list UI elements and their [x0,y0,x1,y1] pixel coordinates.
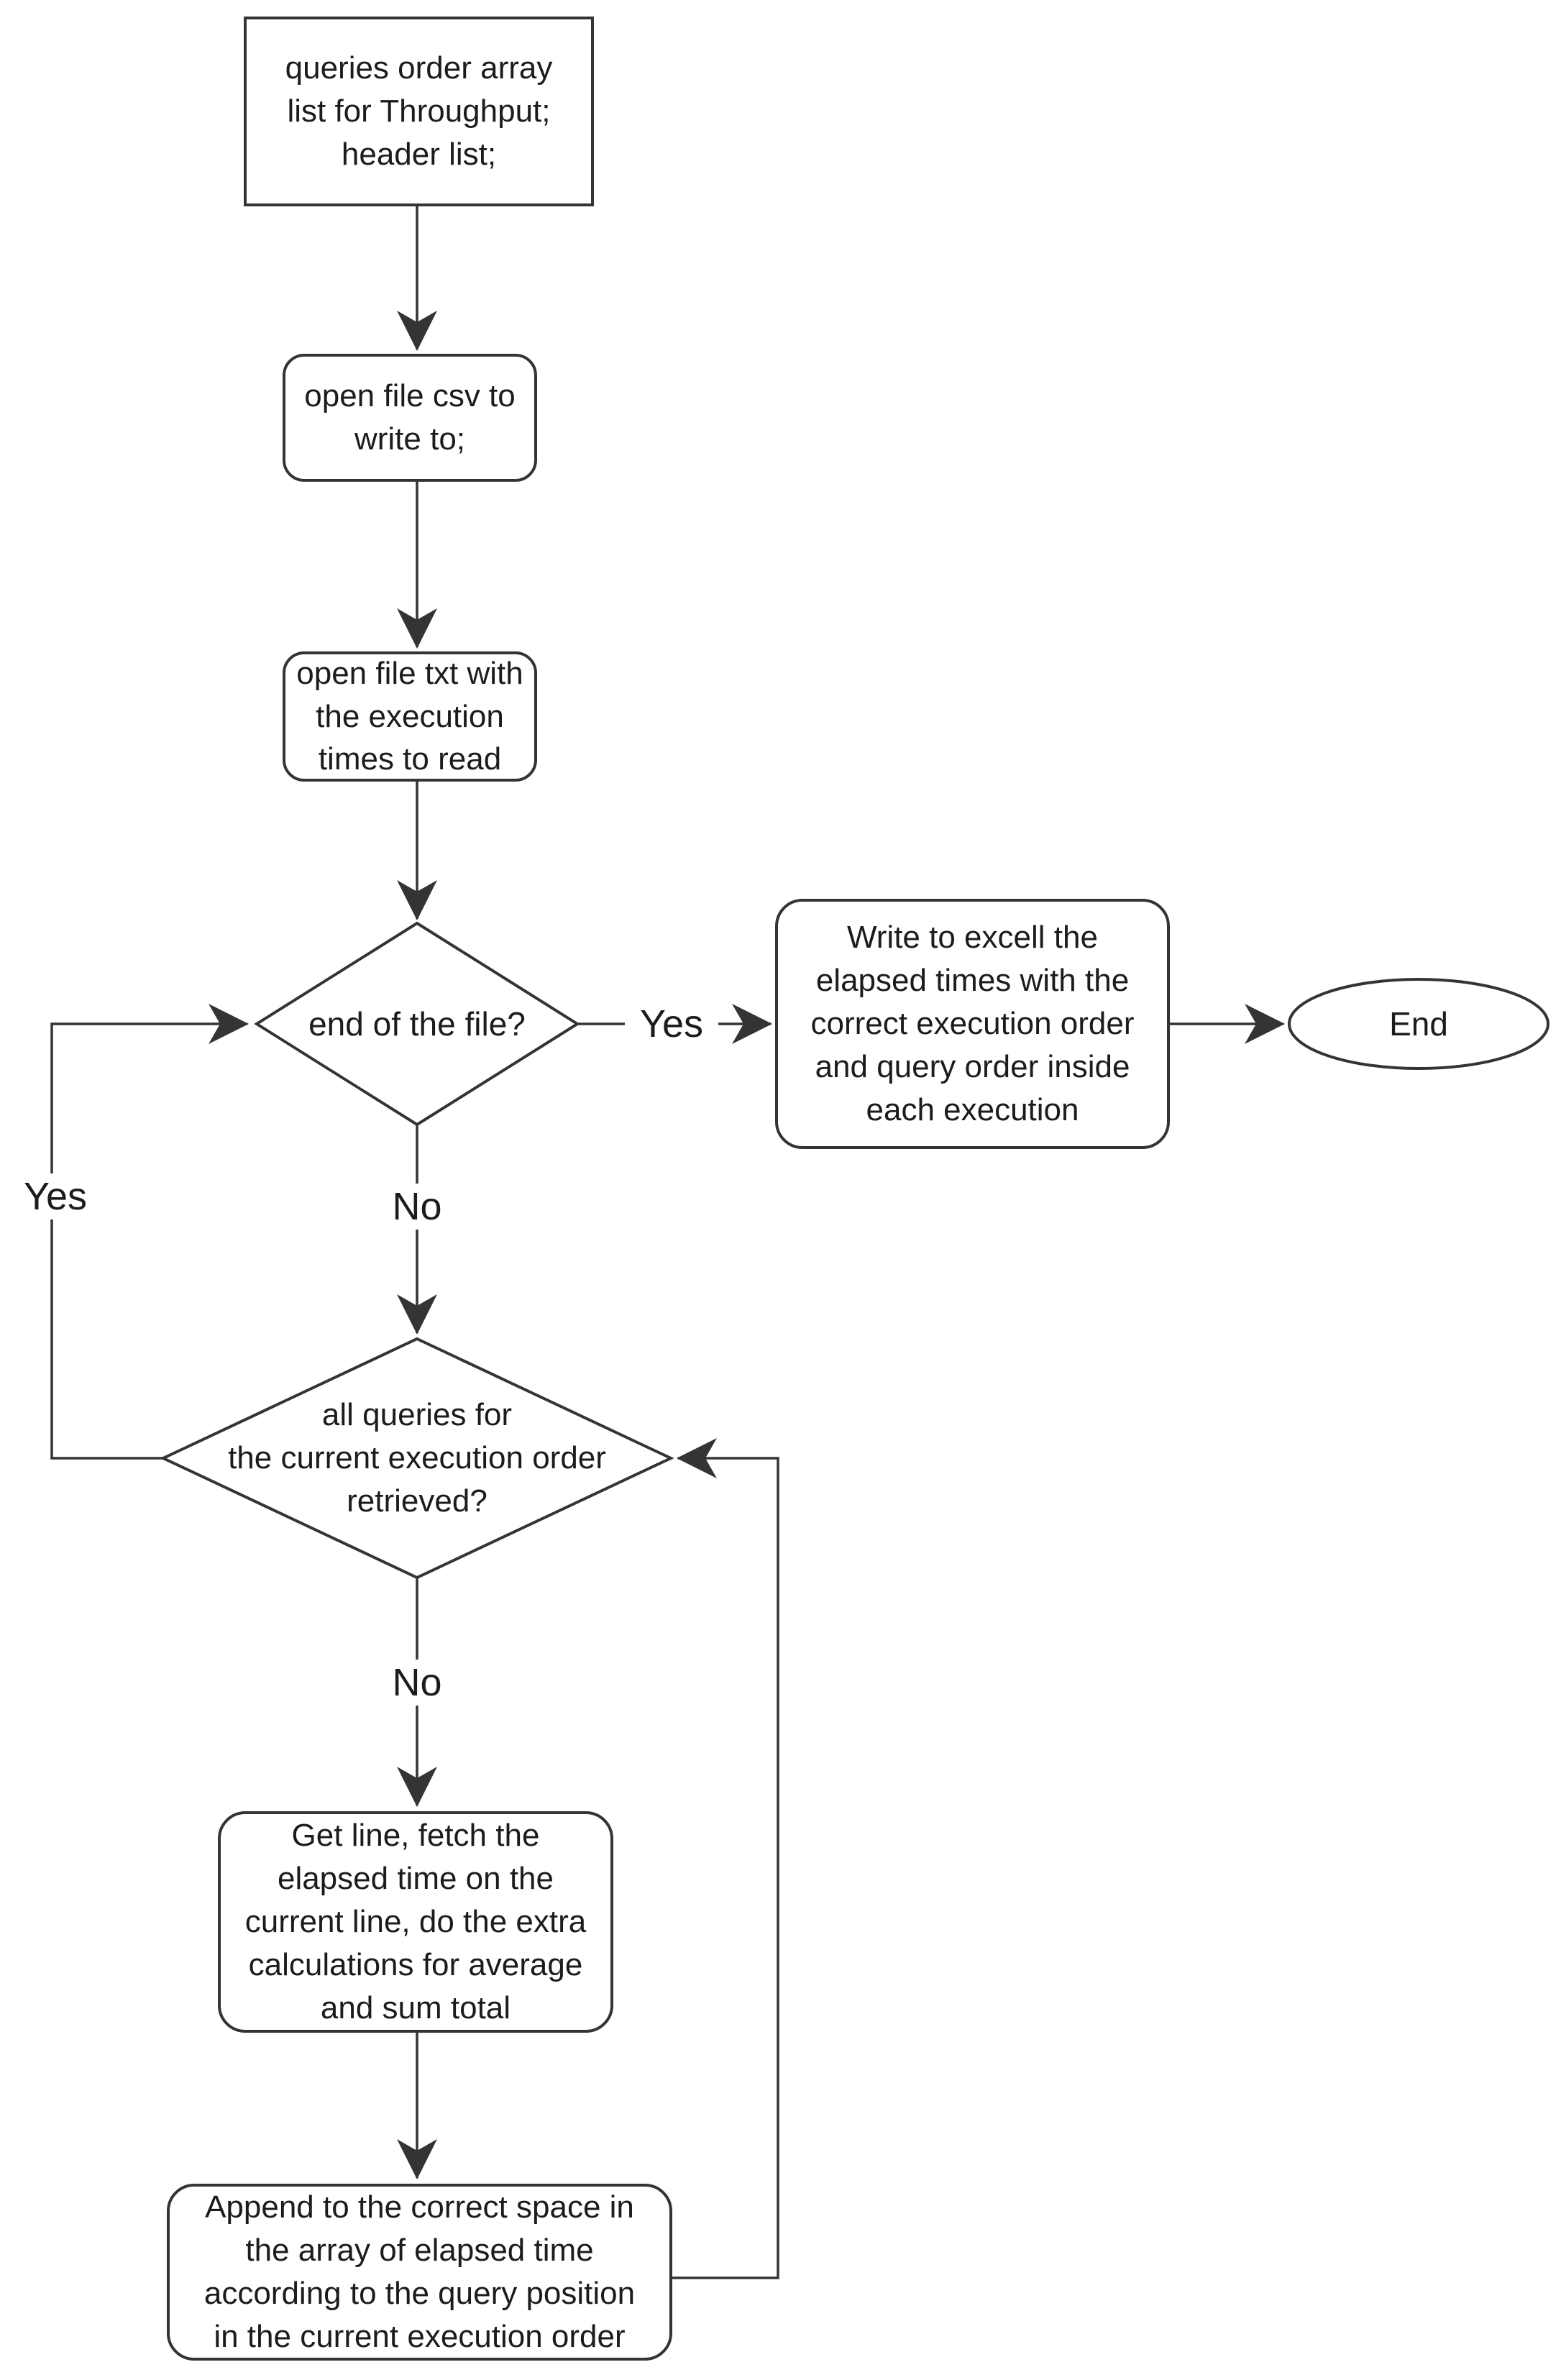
start-node: queries order array list for Throughput;… [285,50,553,172]
append-node-shape [167,2184,672,2361]
edge-append-to-all-queries-decision [667,1438,779,2279]
open-csv-node-shape [283,354,537,482]
get-line-node-shape [218,1811,613,2033]
edge-all-queries-yes-to-eof-decision [50,1004,249,1460]
open-csv-node: open file csv to write to; [304,378,516,457]
open-txt-node: open file txt with the execution times t… [296,655,523,777]
open-txt-node-shape [283,651,537,782]
edge-label-eof-no: No [381,1184,453,1230]
all-queries-decision-shape [160,1337,674,1580]
start-node-shape [244,17,594,206]
append-node: Append to the correct space in the array… [203,2189,636,2354]
edge-label-all-queries-no: No [381,1660,453,1706]
eof-decision-shape [254,921,580,1127]
write-excel-node: Write to excell the elapsed times with t… [810,920,1135,1127]
eof-decision: end of the file? [308,1004,526,1043]
all-queries-decision: all queries for the current execution or… [228,1397,606,1519]
end-node-shape [1288,978,1549,1070]
write-excel-node-shape [775,899,1170,1149]
edge-label-all-queries-yes: Yes [9,1173,102,1219]
get-line-node: Get line, fetch the elapsed time on the … [244,1818,587,2026]
end-node: End [1389,1004,1448,1043]
edge-label-eof-yes: Yes [625,1001,718,1047]
